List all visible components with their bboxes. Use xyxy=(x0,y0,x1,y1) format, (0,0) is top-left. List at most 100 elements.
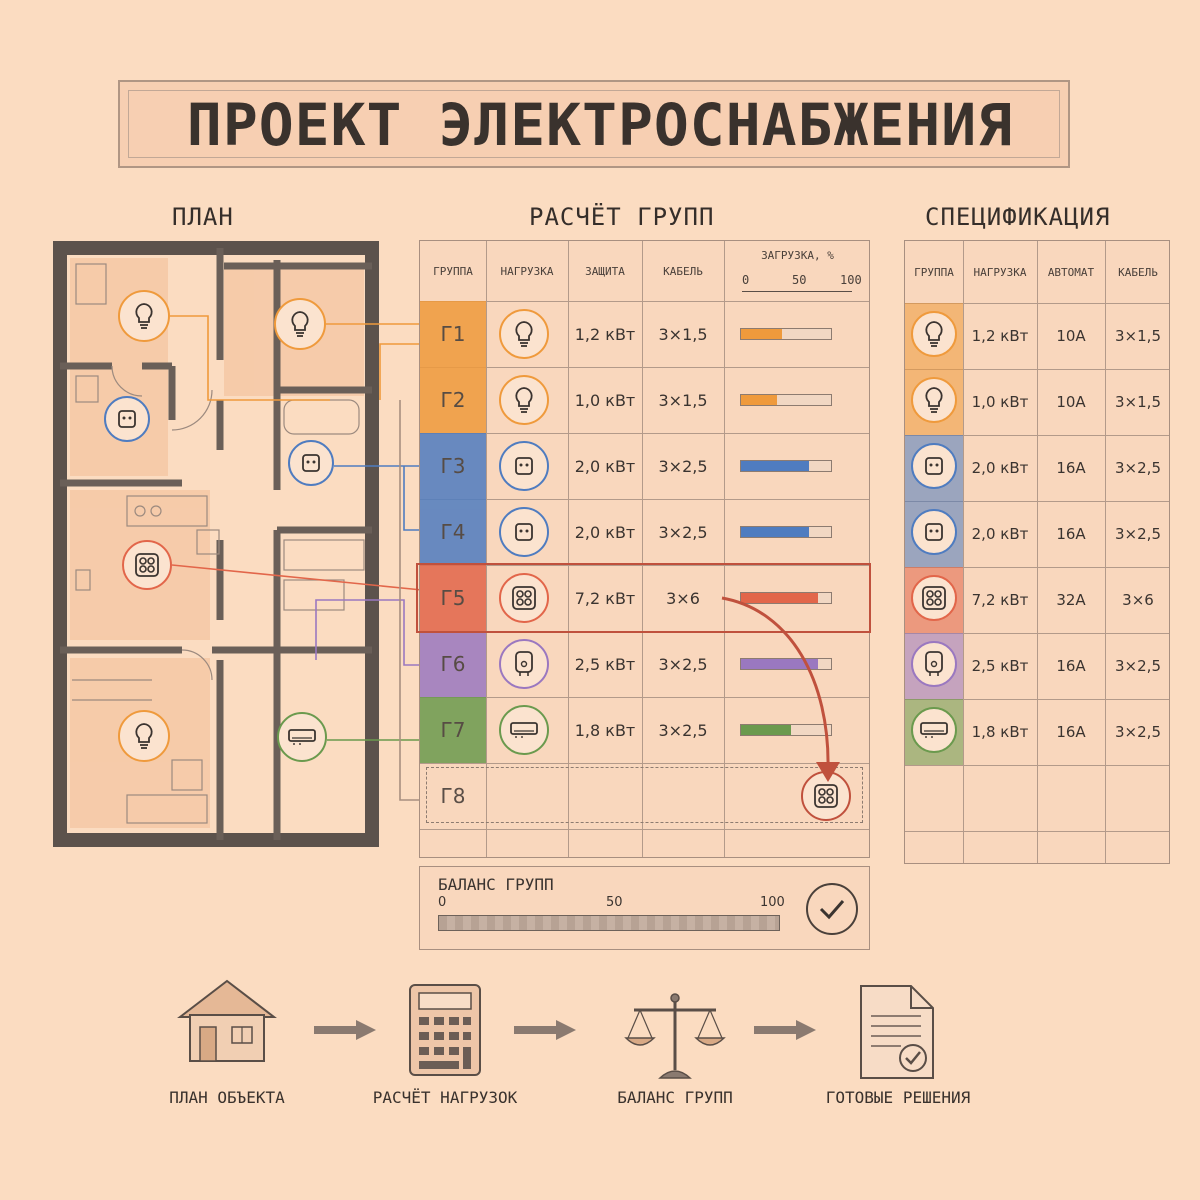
calc-scale-axis xyxy=(742,291,852,292)
spec-cable-2: 3×1,5 xyxy=(1115,393,1161,411)
highlight-row-g5 xyxy=(416,563,871,633)
spec-breaker-6: 16А xyxy=(1056,657,1086,675)
calc-load-bar-2 xyxy=(740,394,832,406)
socket-icon xyxy=(911,443,957,489)
plan-socket-icon-2 xyxy=(288,440,334,486)
calc-group-7: Г7 xyxy=(420,697,486,763)
balance-label: БАЛАНС ГРУПП xyxy=(438,875,554,894)
spec-breaker-4: 16А xyxy=(1056,525,1086,543)
calculator-icon xyxy=(385,982,505,1082)
calc-header-protection: ЗАЩИТА xyxy=(585,264,625,278)
air-conditioner-icon xyxy=(911,707,957,753)
calc-cable-6: 3×2,5 xyxy=(658,654,708,674)
socket-icon xyxy=(499,441,549,491)
calc-header-cable: КАБЕЛЬ xyxy=(663,264,703,278)
socket-icon xyxy=(911,509,957,555)
calc-load-bar-5 xyxy=(740,592,832,604)
spec-breaker-1: 10А xyxy=(1056,327,1086,345)
lightbulb-icon xyxy=(911,377,957,423)
calc-power-6: 2,5 кВт xyxy=(574,654,636,674)
calc-scale-0: 0 xyxy=(742,273,750,287)
spec-row-divider xyxy=(905,633,1169,634)
spec-cable-6: 3×2,5 xyxy=(1115,657,1161,675)
section-title-plan: ПЛАН xyxy=(172,203,234,231)
calc-load-bar-1 xyxy=(740,328,832,340)
scales-icon xyxy=(615,990,735,1090)
calc-load-fill-1 xyxy=(741,329,782,339)
calc-group-2: Г2 xyxy=(420,367,486,433)
section-title-calc: РАСЧЁТ ГРУПП xyxy=(529,203,715,231)
lightbulb-icon xyxy=(499,309,549,359)
calc-col-divider xyxy=(568,241,569,857)
spec-row-divider xyxy=(905,567,1169,568)
plan-socket-icon-1 xyxy=(104,396,150,442)
calc-load-bar-7 xyxy=(740,724,832,736)
calc-group-1: Г1 xyxy=(420,301,486,367)
spec-power-5: 7,2 кВт xyxy=(971,591,1029,609)
calc-group-5: Г5 xyxy=(420,565,486,631)
spec-header-breaker: АВТОМАТ xyxy=(1047,265,1095,279)
spec-header-group: ГРУППА xyxy=(914,265,954,279)
spec-row-divider xyxy=(905,831,1169,832)
calc-row-divider xyxy=(420,565,869,566)
lightbulb-icon xyxy=(911,311,957,357)
spec-row-divider xyxy=(905,435,1169,436)
calc-scale-50: 50 xyxy=(792,273,807,287)
flow-step-label-2: РАСЧЁТ НАГРУЗОК xyxy=(372,1088,518,1107)
page-title: ПРОЕКТ ЭЛЕКТРОСНАБЖЕНИЯ xyxy=(186,91,1014,159)
balance-scale-50: 50 xyxy=(606,895,623,910)
flow-step-label-3: БАЛАНС ГРУПП xyxy=(617,1088,733,1107)
spec-row-divider xyxy=(905,303,1169,304)
calc-group-8: Г8 xyxy=(440,784,466,808)
calc-header-loading: ЗАГРУЗКА, % xyxy=(761,249,834,262)
calc-load-fill-5 xyxy=(741,593,818,603)
calc-row-divider xyxy=(420,301,869,302)
stove-icon xyxy=(499,573,549,623)
spec-row-divider xyxy=(905,699,1169,700)
spec-power-4: 2,0 кВт xyxy=(971,525,1029,543)
spec-power-3: 2,0 кВт xyxy=(971,459,1029,477)
socket-icon xyxy=(499,507,549,557)
calc-load-bar-4 xyxy=(740,526,832,538)
arrow-right-icon xyxy=(312,1018,378,1042)
spec-row-divider xyxy=(905,765,1169,766)
calc-power-1: 1,2 кВт xyxy=(574,324,636,344)
calc-power-2: 1,0 кВт xyxy=(574,390,636,410)
balance-bar xyxy=(438,915,780,931)
calc-header-load: НАГРУЗКА xyxy=(500,264,554,278)
calc-power-3: 2,0 кВт xyxy=(574,456,636,476)
spec-col-divider xyxy=(1037,241,1038,863)
air-conditioner-icon xyxy=(499,705,549,755)
calc-power-5: 7,2 кВт xyxy=(574,588,636,608)
calc-load-bar-3 xyxy=(740,460,832,472)
calc-cable-3: 3×2,5 xyxy=(658,456,708,476)
spec-breaker-5: 32А xyxy=(1056,591,1086,609)
spec-row-divider xyxy=(905,369,1169,370)
calc-power-7: 1,8 кВт xyxy=(574,720,636,740)
checkmark-icon xyxy=(806,883,858,935)
calc-cable-1: 3×1,5 xyxy=(658,324,708,344)
house-icon xyxy=(167,975,287,1075)
calc-load-fill-7 xyxy=(741,725,791,735)
title-frame xyxy=(118,80,1070,168)
calc-col-divider xyxy=(486,241,487,857)
arrow-right-icon xyxy=(512,1018,578,1042)
calc-load-fill-6 xyxy=(741,659,818,669)
calc-load-fill-4 xyxy=(741,527,809,537)
calc-power-4: 2,0 кВт xyxy=(574,522,636,542)
calc-table: ГРУППА НАГРУЗКА ЗАЩИТА КАБЕЛЬ ЗАГРУЗКА, % 0 50… xyxy=(416,240,871,858)
lightbulb-icon xyxy=(499,375,549,425)
plan-stove-icon xyxy=(122,540,172,590)
calc-header-group: ГРУППА xyxy=(433,264,473,278)
spec-breaker-7: 16А xyxy=(1056,723,1086,741)
spec-power-6: 2,5 кВт xyxy=(971,657,1029,675)
calc-row-divider xyxy=(420,829,869,830)
spec-power-1: 1,2 кВт xyxy=(971,327,1029,345)
calc-group-3: Г3 xyxy=(420,433,486,499)
plan-air-conditioner-icon xyxy=(277,712,327,762)
balance-scale-100: 100 xyxy=(760,895,785,910)
floor-plan xyxy=(52,240,382,850)
calc-cable-5: 3×6 xyxy=(666,588,700,608)
spec-cable-1: 3×1,5 xyxy=(1115,327,1161,345)
